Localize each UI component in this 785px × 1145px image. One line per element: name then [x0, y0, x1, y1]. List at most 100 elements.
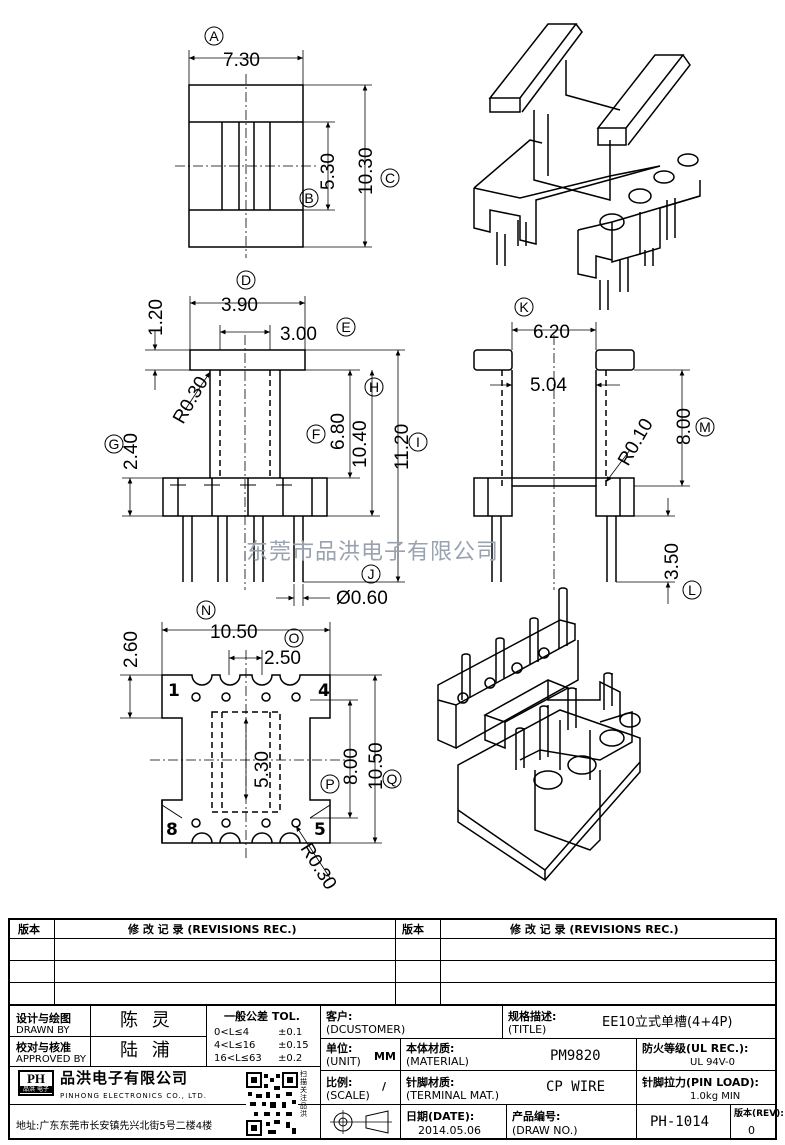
company-name-cn: 品洪电子有限公司	[60, 1069, 189, 1087]
pin-label-8: 8	[166, 820, 178, 840]
marker-circle-d	[236, 270, 256, 290]
scale-value: /	[382, 1080, 387, 1093]
qr-caption: 扫描关注品洪	[300, 1070, 307, 1118]
side-view	[473, 322, 690, 604]
watermark: 东莞市品洪电子有限公司	[246, 540, 500, 565]
tol-value-3: ±0.2	[278, 1053, 303, 1064]
fire-rating-label: 防火等级(UL REC.):	[642, 1042, 749, 1055]
tol-range-3: 16<L≤63	[214, 1053, 262, 1064]
rev-label: 版本(REV):	[734, 1109, 784, 1119]
designed-label-en: DRAWN BY	[16, 1025, 70, 1036]
marker-circle-i	[408, 432, 428, 452]
title-label-en: (TITLE)	[508, 1023, 547, 1036]
top-view	[175, 50, 372, 258]
isometric-view-bottom	[437, 587, 641, 882]
dim-radius-bottom: R0.30	[296, 840, 341, 894]
unit-value: MM	[374, 1050, 396, 1063]
rev-header-record: 修 改 记 录 (REVISIONS REC.)	[128, 923, 297, 936]
marker-circle-n	[196, 600, 216, 620]
marker-q: Q	[387, 771, 398, 787]
customer-label-cn: 客户:	[326, 1010, 353, 1023]
dim-bottom-length: 10.50	[366, 742, 387, 790]
dim-pin-length: 3.50	[662, 543, 683, 580]
dim-radius-front: R0.30	[169, 373, 213, 427]
terminal-value: CP WIRE	[546, 1079, 606, 1095]
marker-f: F	[312, 426, 321, 442]
dim-side-inner: 5.04	[530, 375, 567, 396]
marker-c: C	[385, 170, 395, 186]
material-label-cn: 本体材质:	[406, 1042, 455, 1055]
date-label: 日期(DATE):	[406, 1110, 475, 1123]
dim-flange: 3.90	[221, 295, 258, 316]
pin-label-4: 4	[318, 681, 330, 701]
rev-header-version-2: 版本	[402, 923, 424, 936]
scale-label-cn: 比例:	[326, 1076, 353, 1089]
marker-circle-j	[361, 564, 381, 584]
date-value: 2014.05.06	[418, 1124, 481, 1137]
marker-circle-h	[364, 377, 384, 397]
dim-pin-pitch: 2.50	[264, 648, 301, 669]
dim-flange-thk: 1.20	[146, 299, 167, 336]
marker-k: K	[519, 299, 529, 315]
marker-circle-c	[380, 168, 400, 188]
title-value: EE10立式单槽(4+4P)	[602, 1015, 733, 1030]
customer-label-en: (DCUSTOMER)	[326, 1023, 406, 1036]
pin-label-5: 5	[314, 820, 326, 840]
dim-base-h: 2.40	[121, 433, 142, 470]
tol-range-2: 4<L≤16	[214, 1040, 256, 1051]
fire-rating-value: UL 94V-0	[690, 1057, 736, 1068]
drawno-value: PH-1014	[650, 1114, 710, 1130]
marker-circle-a	[204, 26, 224, 46]
marker-o: O	[289, 630, 300, 646]
company-logo: PH 品洪 电子	[18, 1070, 54, 1096]
unit-label-en: (UNIT)	[326, 1055, 361, 1068]
terminal-label-cn: 针脚材质:	[406, 1076, 455, 1089]
drawno-label-cn: 产品编号:	[512, 1110, 561, 1123]
marker-circle-p	[320, 774, 340, 794]
dim-window-top: 5.30	[318, 153, 339, 190]
isometric-view-top	[473, 23, 701, 310]
dim-pin-dia: Ø0.60	[336, 588, 388, 609]
checker-name: 陆 浦	[120, 1040, 174, 1061]
marker-d: D	[241, 272, 251, 288]
checked-label-en: APPROVED BY	[16, 1054, 87, 1065]
marker-circle-m	[695, 417, 715, 437]
designer-name: 陈 灵	[120, 1010, 174, 1031]
dim-radius-side: R0.10	[614, 415, 658, 469]
tol-value-1: ±0.1	[278, 1027, 303, 1038]
marker-circle-o	[284, 628, 304, 648]
unit-label-cn: 单位:	[326, 1042, 353, 1055]
tolerance-title: 一般公差 TOL.	[224, 1010, 300, 1023]
marker-g: G	[109, 436, 120, 452]
rev-header-record-2: 修 改 记 录 (REVISIONS REC.)	[510, 923, 679, 936]
material-label-en: (MATERIAL)	[406, 1055, 469, 1068]
projection-symbol-icon	[328, 1108, 394, 1136]
logo-sub: 品洪 电子	[20, 1086, 52, 1093]
marker-m: M	[699, 419, 711, 435]
dim-bottom-window: 5.30	[252, 751, 273, 788]
company-address: 地址:广东东莞市长安镇先兴北街5号二楼4楼	[16, 1121, 213, 1132]
pin-load-value: 1.0kg MIN	[690, 1091, 741, 1102]
dim-side-width: 6.20	[533, 322, 570, 343]
dim-core: 3.00	[280, 324, 317, 345]
scale-label-en: (SCALE)	[326, 1089, 370, 1102]
pin-label-1: 1	[168, 681, 180, 701]
marker-b: B	[304, 190, 313, 206]
marker-circle-e	[336, 317, 356, 337]
rev-header-version: 版本	[18, 923, 40, 936]
dim-overall-h: 11.20	[392, 424, 413, 470]
marker-n: N	[201, 602, 211, 618]
title-label-cn: 规格描述:	[508, 1010, 557, 1023]
marker-p: P	[325, 776, 334, 792]
qr-code	[246, 1072, 298, 1136]
marker-circle-q	[382, 769, 402, 789]
marker-a: A	[209, 28, 219, 44]
dim-bottom-inner: 8.00	[341, 748, 362, 785]
terminal-label-en: (TERMINAL MAT.)	[406, 1089, 500, 1102]
pin-load-label: 针脚拉力(PIN LOAD):	[642, 1076, 759, 1089]
front-view	[122, 296, 405, 606]
dim-body-h: 10.40	[350, 420, 371, 468]
company-name-en: PINHONG ELECTRONICS CO., LTD.	[60, 1092, 207, 1100]
dim-winding-h: 6.80	[328, 413, 349, 450]
